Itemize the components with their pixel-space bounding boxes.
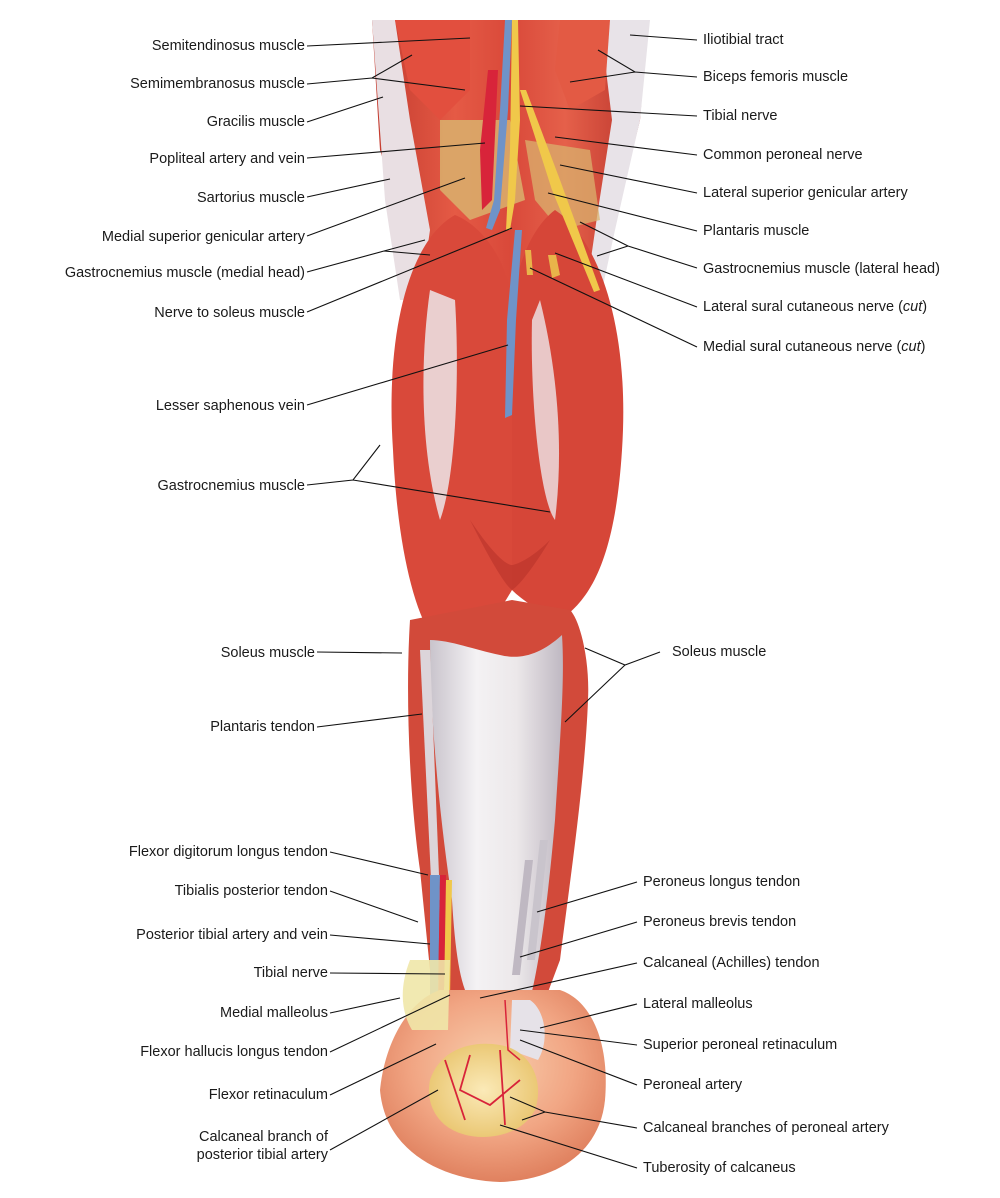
label-lesser-saphenous-vein: Lesser saphenous vein bbox=[155, 398, 305, 414]
gastrocnemius bbox=[391, 210, 624, 655]
label-sartorius: Sartorius muscle bbox=[197, 190, 305, 206]
label-calcaneal-branch-line1: Calcaneal branch of bbox=[199, 1129, 328, 1145]
label-peroneus-brevis-tendon: Peroneus brevis tendon bbox=[643, 914, 797, 930]
label-plantaris-tendon: Plantaris tendon bbox=[210, 719, 315, 735]
label-fdl-tendon: Flexor digitorum longus tendon bbox=[128, 844, 328, 860]
label-lateral-sural-nerve: Lateral sural cutaneous nerve (cut) bbox=[703, 299, 928, 315]
upper-vessels-nerves bbox=[480, 20, 600, 418]
label-tibialis-posterior-tendon: Tibialis posterior tendon bbox=[174, 883, 328, 899]
label-semitendinosus: Semitendinosus muscle bbox=[151, 38, 305, 54]
label-posterior-tibial-artery-vein: Posterior tibial artery and vein bbox=[136, 927, 328, 943]
label-achilles-tendon: Calcaneal (Achilles) tendon bbox=[643, 955, 820, 971]
label-medial-malleolus: Medial malleolus bbox=[220, 1005, 328, 1021]
label-gastrocnemius: Gastrocnemius muscle bbox=[157, 478, 305, 494]
label-tibial-nerve-lower: Tibial nerve bbox=[253, 965, 328, 981]
label-superior-peroneal-retinaculum: Superior peroneal retinaculum bbox=[643, 1037, 838, 1053]
lower-leg bbox=[408, 600, 589, 1000]
label-calcaneal-branch-line2: posterior tibial artery bbox=[196, 1147, 328, 1163]
label-soleus-left: Soleus muscle bbox=[220, 645, 315, 661]
label-flexor-retinaculum: Flexor retinaculum bbox=[208, 1087, 328, 1103]
label-peroneus-longus-tendon: Peroneus longus tendon bbox=[643, 874, 801, 890]
label-semimembranosus: Semimembranosus muscle bbox=[130, 76, 305, 92]
label-popliteal-artery-vein: Popliteal artery and vein bbox=[149, 151, 305, 167]
heel bbox=[380, 960, 606, 1182]
leader-lines bbox=[306, 34, 698, 1169]
label-gastrocnemius-lateral-head: Gastrocnemius muscle (lateral head) bbox=[703, 261, 940, 277]
label-peroneal-artery: Peroneal artery bbox=[643, 1077, 743, 1093]
label-tibial-nerve-upper: Tibial nerve bbox=[703, 108, 778, 124]
label-gastrocnemius-medial-head: Gastrocnemius muscle (medial head) bbox=[64, 265, 305, 281]
label-medial-sural-nerve: Medial sural cutaneous nerve (cut) bbox=[703, 339, 926, 355]
label-nerve-to-soleus: Nerve to soleus muscle bbox=[154, 305, 305, 321]
label-lateral-superior-genicular: Lateral superior genicular artery bbox=[703, 185, 908, 201]
label-iliotibial-tract: Iliotibial tract bbox=[703, 32, 784, 48]
label-medial-superior-genicular: Medial superior genicular artery bbox=[101, 229, 305, 245]
label-plantaris-muscle: Plantaris muscle bbox=[703, 223, 810, 239]
label-lateral-malleolus: Lateral malleolus bbox=[643, 996, 753, 1012]
label-tuberosity-calcaneus: Tuberosity of calcaneus bbox=[643, 1160, 796, 1176]
label-biceps-femoris: Biceps femoris muscle bbox=[703, 69, 849, 85]
label-soleus-right: Soleus muscle bbox=[672, 644, 767, 660]
label-calcaneal-branches-peroneal: Calcaneal branches of peroneal artery bbox=[643, 1120, 889, 1136]
label-gracilis: Gracilis muscle bbox=[206, 114, 305, 130]
label-fhl-tendon: Flexor hallucis longus tendon bbox=[140, 1044, 328, 1060]
label-common-peroneal-nerve: Common peroneal nerve bbox=[703, 147, 863, 163]
